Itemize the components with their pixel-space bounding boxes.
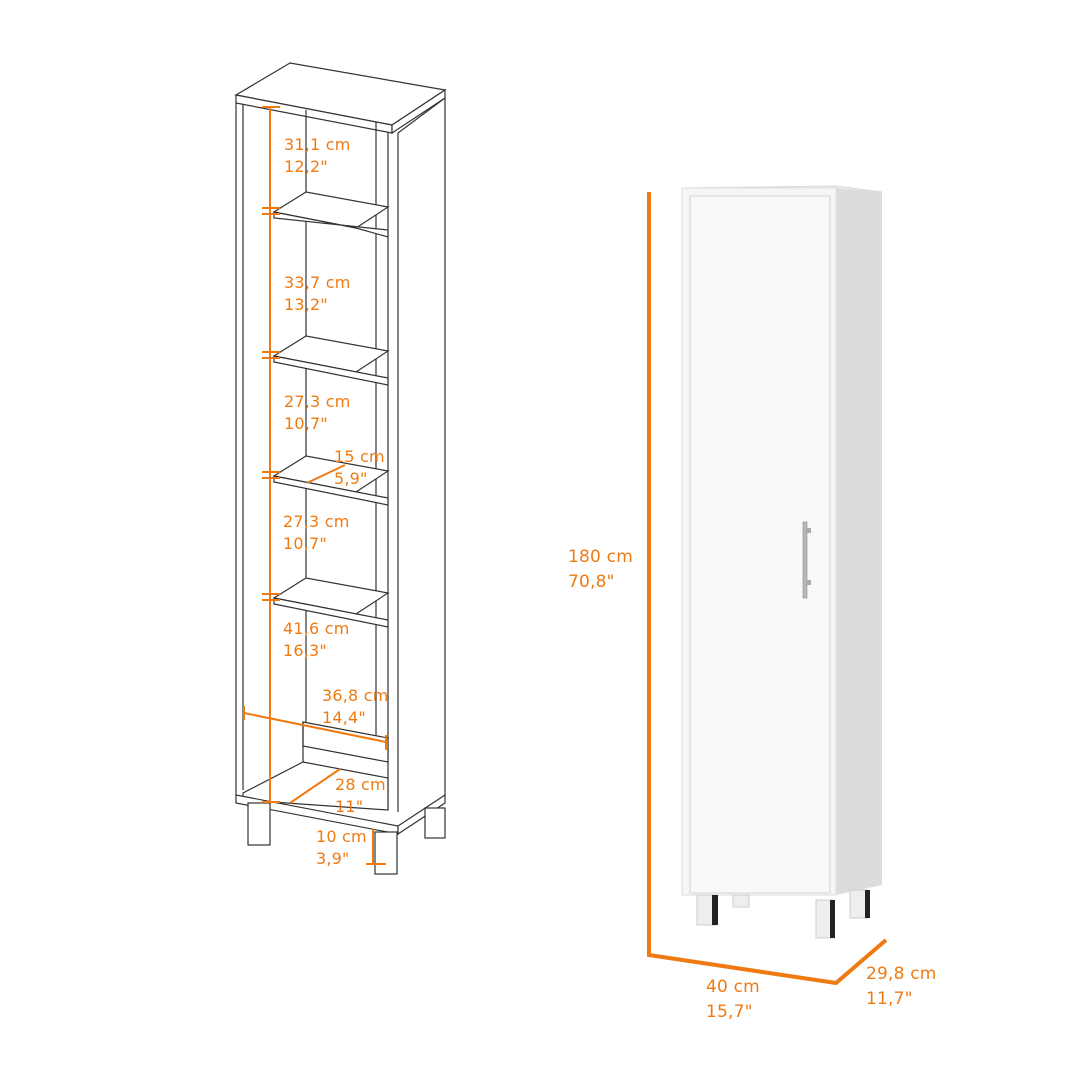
interior-dimension-lines <box>243 106 387 865</box>
inch-value: 15,7" <box>706 1002 753 1022</box>
inch-value: 3,9" <box>316 849 350 868</box>
inch-value: 16,3" <box>283 641 327 660</box>
cm-value: 27,3 cm <box>283 512 350 531</box>
cm-value: 27,3 cm <box>284 392 351 411</box>
shelf-height-label-1: 31,1 cm 12,2" <box>284 134 351 178</box>
bottom-depth-label: 28 cm 11" <box>335 774 386 818</box>
inch-value: 13,2" <box>284 295 328 314</box>
shelf-lines <box>272 191 390 628</box>
inch-value: 12,2" <box>284 157 328 176</box>
leg-height-label: 10 cm 3,9" <box>316 826 367 870</box>
cm-value: 31,1 cm <box>284 135 351 154</box>
shelf-height-label-4: 27,3 cm 10,7" <box>283 511 350 555</box>
cabinet-legs <box>696 889 870 939</box>
cm-value: 40 cm <box>706 977 760 997</box>
shelf-height-label-2: 33,7 cm 13,2" <box>284 272 351 316</box>
inch-value: 70,8" <box>568 572 615 592</box>
exterior-cabinet-drawing <box>681 185 883 939</box>
cm-value: 33,7 cm <box>284 273 351 292</box>
cm-value: 29,8 cm <box>866 964 937 984</box>
shelf-depth-label: 15 cm 5,9" <box>334 446 385 490</box>
cm-value: 15 cm <box>334 447 385 466</box>
inch-value: 10,7" <box>284 414 328 433</box>
total-depth-label: 29,8 cm 11,7" <box>866 962 937 1012</box>
shelf-height-label-5: 41,6 cm 16,3" <box>283 618 350 662</box>
total-height-label: 180 cm 70,8" <box>568 545 633 595</box>
inch-value: 11" <box>335 797 364 816</box>
cm-value: 10 cm <box>316 827 367 846</box>
exterior-dimension-lines <box>647 192 888 986</box>
cm-value: 41,6 cm <box>283 619 350 638</box>
inch-value: 14,4" <box>322 708 366 727</box>
cm-value: 36,8 cm <box>322 686 389 705</box>
door-handle <box>802 521 808 599</box>
cm-value: 28 cm <box>335 775 386 794</box>
cm-value: 180 cm <box>568 547 633 567</box>
inch-value: 5,9" <box>334 469 368 488</box>
inch-value: 11,7" <box>866 989 913 1009</box>
shelf-height-label-3: 27,3 cm 10,7" <box>284 391 351 435</box>
total-width-label: 40 cm 15,7" <box>706 975 760 1025</box>
inch-value: 10,7" <box>283 534 327 553</box>
interior-cabinet-drawing <box>234 62 447 875</box>
inner-width-label: 36,8 cm 14,4" <box>322 685 389 729</box>
